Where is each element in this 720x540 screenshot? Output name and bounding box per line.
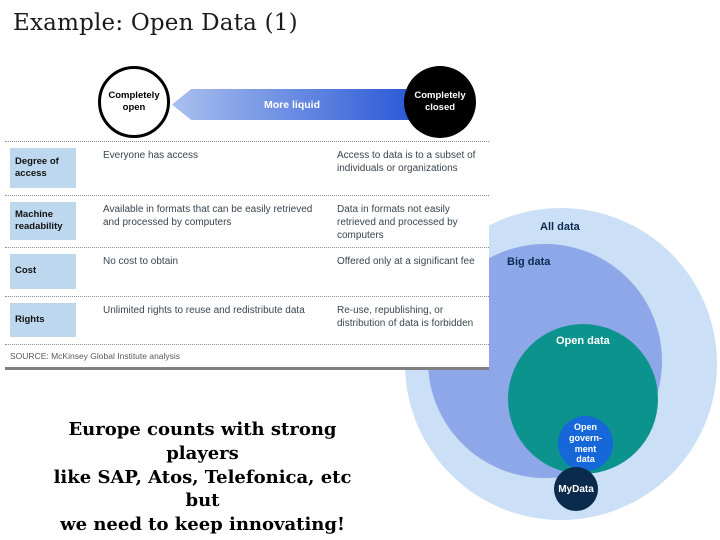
page-title: Example: Open Data (1) — [13, 10, 298, 36]
cell-open-degree: Everyone has access — [103, 150, 199, 161]
key-message: Europe counts with strong players like S… — [53, 419, 352, 535]
more-liquid-arrow: More liquid — [172, 89, 412, 120]
cell-closed-cost: Offered only at a significant fee — [337, 256, 475, 267]
venn-label-big-data: Big data — [507, 256, 551, 268]
cell-open-rights: Unlimited rights to reuse and redistribu… — [103, 305, 305, 316]
table-row: Degree of access Everyone has access Acc… — [5, 141, 489, 195]
venn-label-mydata: MyData — [558, 483, 594, 495]
row-label-machine-readability: Machine readability — [10, 202, 76, 240]
venn-label-all-data: All data — [540, 221, 580, 233]
venn-circle-open-government-data: Open govern- ment data — [558, 416, 613, 471]
source-note: SOURCE: McKinsey Global Institute analys… — [5, 344, 489, 361]
cell-closed-readability: Data in formats not easily retrieved and… — [337, 204, 458, 241]
row-label-rights: Rights — [10, 303, 76, 337]
venn-label-open-data: Open data — [556, 335, 610, 347]
venn-circle-mydata: MyData — [554, 467, 598, 511]
cell-open-readability: Available in formats that can be easily … — [103, 204, 313, 228]
venn-label-open-government-data: Open govern- ment data — [568, 421, 602, 465]
table-row: Rights Unlimited rights to reuse and red… — [5, 296, 489, 344]
cell-closed-rights: Re-use, republishing, or distribution of… — [337, 305, 474, 329]
cell-open-cost: No cost to obtain — [103, 256, 179, 267]
completely-open-circle: Completely open — [98, 66, 170, 138]
table-row: Cost No cost to obtain Offered only at a… — [5, 247, 489, 296]
completely-closed-circle: Completely closed — [404, 66, 476, 138]
table-row: Machine readability Available in formats… — [5, 195, 489, 247]
row-label-degree-of-access: Degree of access — [10, 148, 76, 188]
more-liquid-label: More liquid — [264, 98, 320, 111]
openness-spectrum: More liquid Completely open Completely c… — [5, 62, 489, 141]
open-data-exhibit: More liquid Completely open Completely c… — [5, 62, 489, 370]
row-label-cost: Cost — [10, 254, 76, 289]
cell-closed-degree: Access to data is to a subset of individ… — [337, 150, 476, 174]
